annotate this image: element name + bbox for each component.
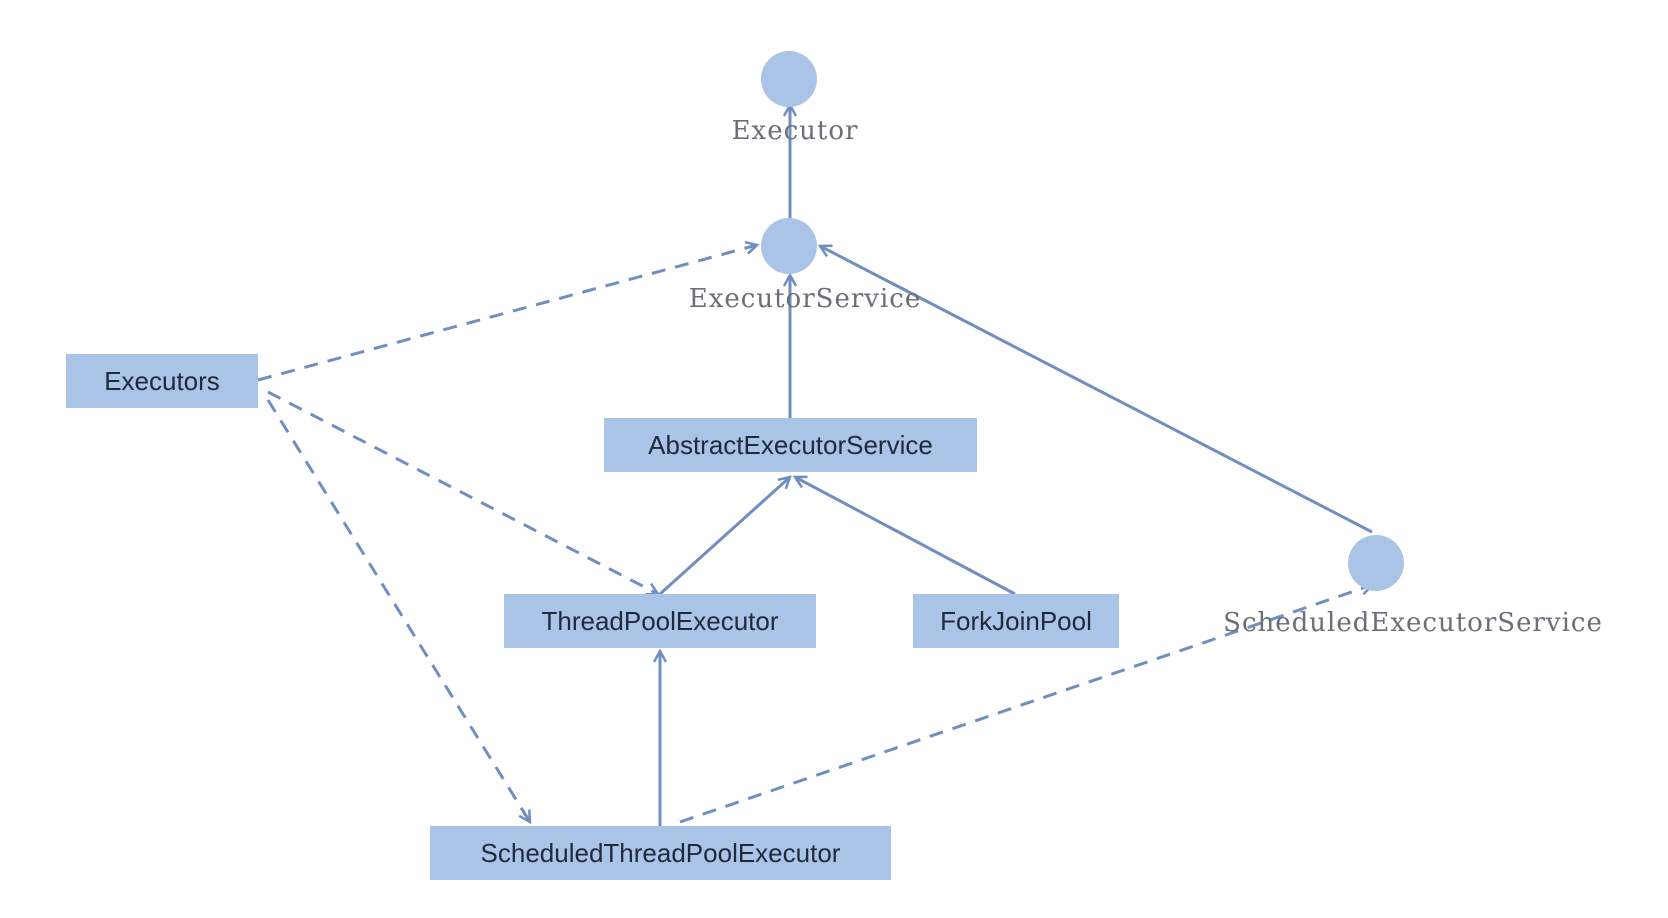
forkjoinpool-class-node: ForkJoinPool <box>913 594 1119 648</box>
dep-executors-to-threadpoolexecutor <box>267 390 658 594</box>
edge-forkjoinpool-to-abstractexecutorservice <box>795 477 1016 596</box>
scheduledexecutorservice-label: ScheduledExecutorService <box>1223 608 1603 638</box>
edge-scheduledexecutorservice-to-executorservice <box>820 246 1373 534</box>
dep-scheduledthreadpoolexecutor-to-scheduledexecutorservice <box>679 585 1372 824</box>
executor-label: Executor <box>731 116 859 146</box>
executorservice-interface-node <box>761 218 817 274</box>
executorservice-label: ExecutorService <box>688 284 922 314</box>
executors-class-node: Executors <box>66 354 258 408</box>
dep-executors-to-scheduledthreadpoolexecutor <box>266 399 530 822</box>
executor-interface-node <box>761 51 817 107</box>
abstractexecutorservice-class-node: AbstractExecutorService <box>604 418 977 472</box>
scheduledthreadpoolexecutor-class-node: ScheduledThreadPoolExecutor <box>430 826 891 880</box>
edge-threadpoolexecutor-to-abstractexecutorservice <box>658 477 790 596</box>
threadpoolexecutor-class-node: ThreadPoolExecutor <box>504 594 816 648</box>
dep-executors-to-executorservice <box>257 245 757 382</box>
scheduledexecutorservice-interface-node <box>1348 535 1404 591</box>
